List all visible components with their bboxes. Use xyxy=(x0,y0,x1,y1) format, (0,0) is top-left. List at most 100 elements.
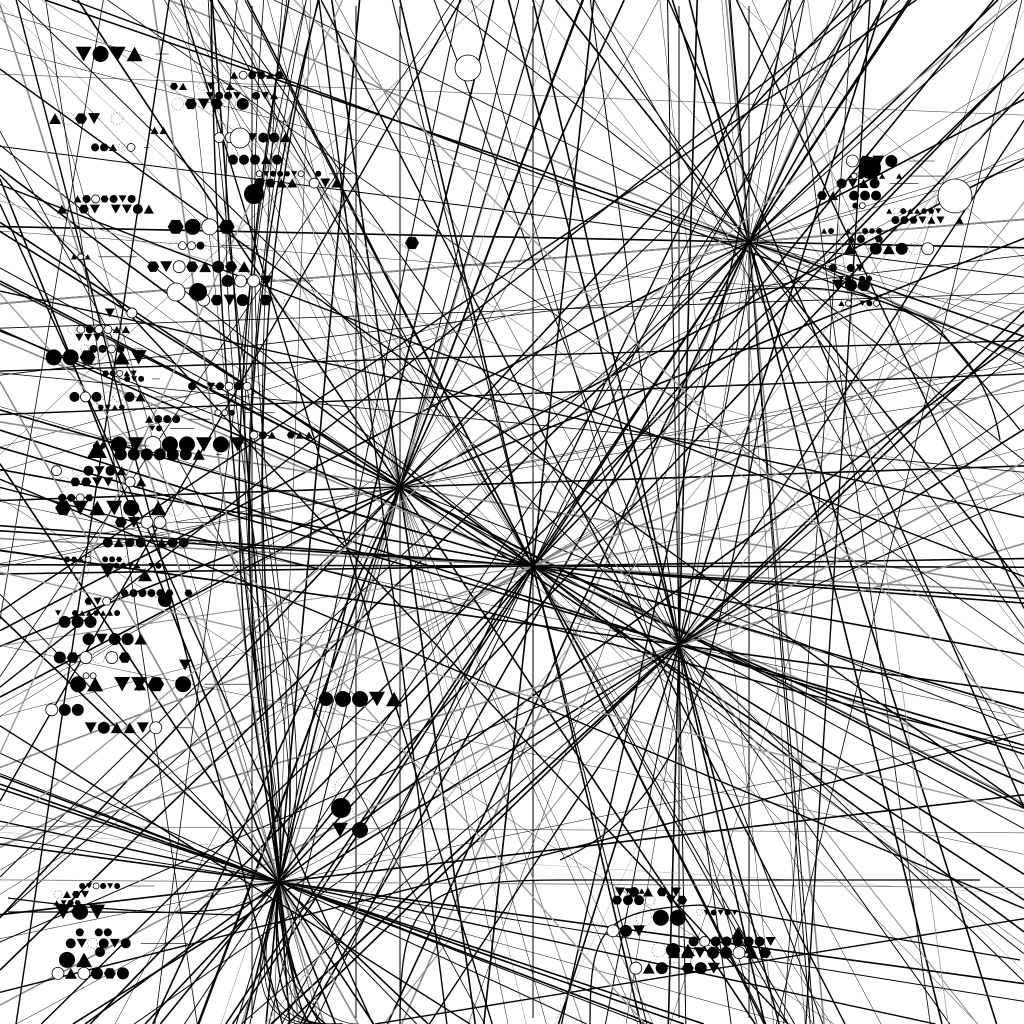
up-triangle-glyph xyxy=(116,466,127,476)
radiating-line xyxy=(383,201,1024,1024)
radiating-line xyxy=(0,843,1024,985)
down-triangle-glyph xyxy=(332,822,348,838)
radiating-line xyxy=(217,0,789,1024)
spiral-circle-glyph xyxy=(72,562,89,580)
hexagon-glyph xyxy=(928,208,935,214)
hub-bottom-left xyxy=(276,879,282,885)
flowing-curve xyxy=(247,0,310,1024)
filled-circle-glyph xyxy=(91,143,100,152)
filled-circle-glyph xyxy=(100,143,109,152)
crossing-line xyxy=(0,230,1024,305)
open-circle-glyph xyxy=(732,946,746,960)
filled-circle-glyph xyxy=(110,436,127,453)
spiral-circle-glyph xyxy=(851,275,859,282)
filled-circle-glyph xyxy=(862,227,869,234)
hexagon-glyph xyxy=(118,404,125,410)
filled-circle-glyph xyxy=(212,260,225,273)
down-triangle-glyph xyxy=(88,113,101,124)
hexagon-glyph xyxy=(167,219,184,234)
down-triangle-glyph xyxy=(75,333,84,342)
filled-circle-glyph xyxy=(655,962,668,975)
filled-circle-glyph xyxy=(65,938,76,949)
down-triangle-glyph xyxy=(703,909,710,916)
filled-circle-glyph xyxy=(138,589,147,598)
filled-circle-glyph xyxy=(215,91,224,100)
radiating-line xyxy=(0,145,1024,278)
radiating-line xyxy=(576,0,1024,629)
down-triangle-glyph xyxy=(109,938,120,948)
down-triangle-glyph xyxy=(847,178,858,188)
filled-circle-glyph xyxy=(147,589,156,598)
up-triangle-glyph xyxy=(111,404,118,411)
filled-circle-glyph xyxy=(866,275,873,282)
hexagon-glyph xyxy=(286,431,295,439)
hexagon-glyph xyxy=(874,235,883,243)
filled-circle-glyph xyxy=(67,493,76,502)
radiating-line xyxy=(209,0,795,1024)
spiral-circle-glyph xyxy=(644,894,656,906)
filled-circle-glyph xyxy=(72,903,89,920)
down-triangle-glyph xyxy=(72,500,89,516)
down-triangle-glyph xyxy=(130,350,147,365)
filled-circle-glyph xyxy=(319,692,333,706)
filled-circle-glyph xyxy=(62,349,79,366)
open-circle-glyph xyxy=(238,70,248,80)
up-triangle-glyph xyxy=(643,887,653,897)
spiral-circle-glyph xyxy=(115,307,127,319)
spiral-circle-glyph xyxy=(197,82,207,91)
down-triangle-glyph xyxy=(89,904,106,919)
filled-circle-glyph xyxy=(869,178,880,189)
loop-curve xyxy=(399,879,980,1024)
radiating-line xyxy=(0,267,1024,830)
filled-circle-glyph xyxy=(221,274,234,287)
up-triangle-glyph xyxy=(100,610,107,616)
crossing-line xyxy=(0,825,1024,834)
filled-circle-glyph xyxy=(710,936,721,947)
crossing-line xyxy=(0,486,1024,751)
down-triangle-glyph xyxy=(936,216,945,224)
open-circle-glyph xyxy=(845,299,852,307)
filled-circle-glyph xyxy=(895,242,908,255)
crossing-line xyxy=(107,0,1024,645)
down-triangle-glyph xyxy=(114,677,131,692)
open-circle-glyph xyxy=(126,307,138,319)
radiating-line xyxy=(72,428,1024,1024)
radiating-line xyxy=(170,0,978,1024)
filled-circle-glyph xyxy=(743,936,754,947)
up-triangle-glyph xyxy=(838,300,845,307)
filled-circle-glyph xyxy=(178,537,189,548)
open-circle-glyph xyxy=(229,127,251,149)
filled-circle-glyph xyxy=(239,154,250,165)
open-circle-glyph xyxy=(921,242,935,256)
radiating-line xyxy=(0,379,1024,769)
filled-circle-glyph xyxy=(114,448,127,461)
radiating-line xyxy=(0,230,1024,875)
filled-circle-glyph xyxy=(258,431,267,440)
hexagon-glyph xyxy=(93,610,100,616)
down-triangle-glyph xyxy=(765,936,776,946)
radiating-line xyxy=(0,390,1024,550)
filled-circle-glyph xyxy=(158,593,172,607)
down-triangle-glyph xyxy=(369,691,385,707)
filled-circle-glyph xyxy=(652,909,669,926)
up-triangle-glyph xyxy=(110,722,123,734)
radiating-line xyxy=(0,836,1024,1002)
open-circle-glyph xyxy=(45,703,59,717)
down-triangle-glyph xyxy=(197,98,210,110)
down-triangle-glyph xyxy=(223,294,236,306)
up-triangle-glyph xyxy=(927,216,936,224)
hexagon-glyph xyxy=(79,350,96,365)
spiral-circle-glyph xyxy=(837,263,847,273)
radiating-line xyxy=(467,0,1024,480)
radiating-line xyxy=(27,0,320,1024)
crossing-line xyxy=(40,58,1024,1024)
filled-circle-glyph xyxy=(64,556,71,563)
hexagon-glyph xyxy=(218,219,235,234)
down-triangle-glyph xyxy=(104,404,111,411)
down-triangle-glyph xyxy=(707,962,720,974)
open-circle-glyph xyxy=(308,177,320,189)
filled-circle-glyph xyxy=(102,537,113,548)
hexagon-glyph xyxy=(100,443,106,449)
down-triangle-glyph xyxy=(92,477,103,487)
crossing-line xyxy=(590,0,1024,484)
